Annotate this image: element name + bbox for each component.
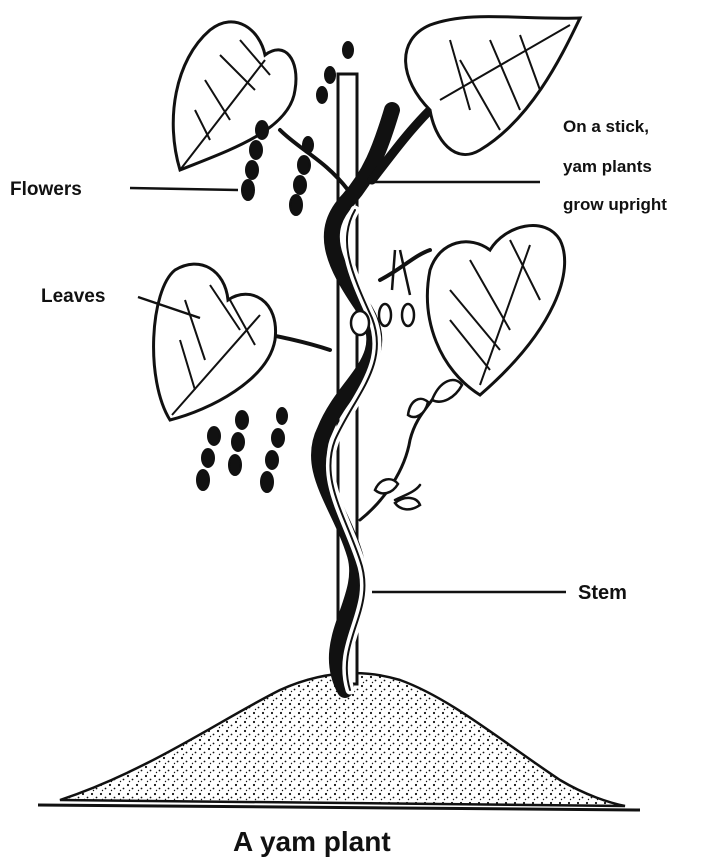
leader-flowers [130, 188, 238, 190]
label-leaves: Leaves [41, 287, 105, 306]
leaf-middle-left [154, 264, 276, 420]
label-stem: Stem [578, 583, 627, 603]
label-stick-line-1: On a stick, [563, 118, 649, 135]
label-stick-line-3: grow upright [563, 196, 667, 213]
sprout-leaves [375, 380, 462, 509]
label-flowers: Flowers [10, 180, 82, 199]
leaf-middle-right [427, 226, 564, 395]
label-stick-line-2: yam plants [563, 158, 652, 175]
leaf-top-right [406, 17, 580, 155]
diagram-caption: A yam plant [233, 828, 391, 856]
leaf-top-left [173, 22, 296, 170]
